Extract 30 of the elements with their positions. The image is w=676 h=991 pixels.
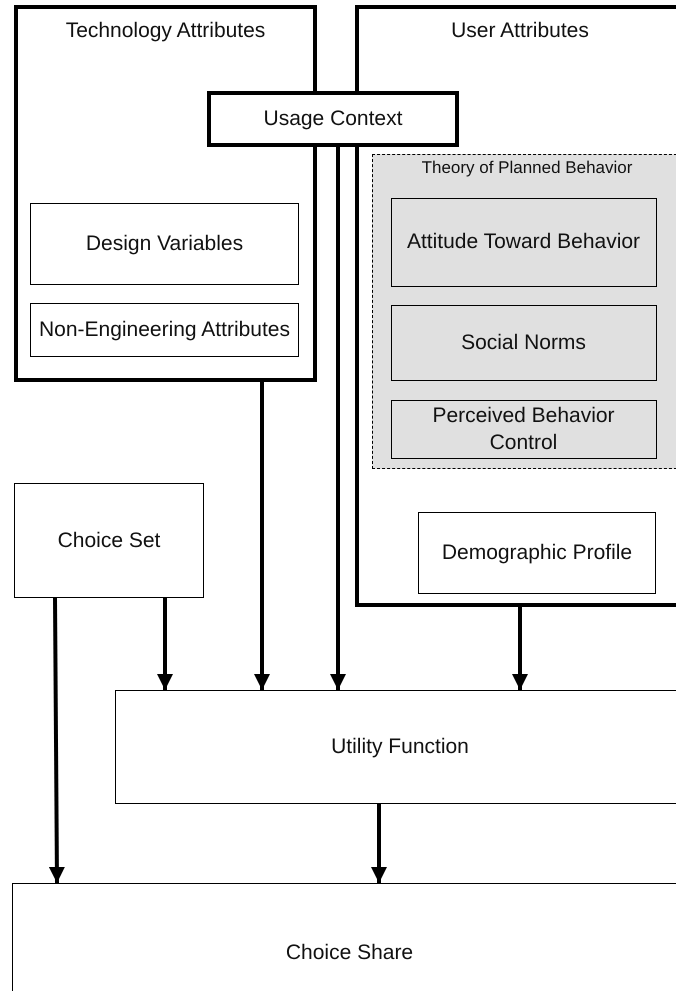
process-box bbox=[390, 198, 656, 286]
box-label: Demographic Profile bbox=[440, 540, 634, 566]
arrow bbox=[371, 804, 387, 883]
box-label: Design Variables bbox=[84, 231, 244, 258]
process-box bbox=[390, 304, 656, 380]
panel-heading: Theory of Planned Behavior bbox=[420, 157, 634, 179]
panel-heading: User Attributes bbox=[450, 18, 590, 44]
box-label: Non-Engineering Attributes bbox=[38, 317, 291, 344]
panel-heading: Technology Attributes bbox=[64, 18, 266, 44]
process-box bbox=[418, 512, 656, 594]
box-label: Choice Set bbox=[56, 528, 162, 554]
process-box bbox=[14, 483, 204, 598]
box-label: Attitude Toward Behavior bbox=[406, 229, 642, 256]
box-label: Social Norms bbox=[460, 330, 587, 356]
box-label: Utility Function bbox=[330, 734, 470, 760]
box-label: Usage Context bbox=[262, 106, 404, 132]
process-box bbox=[115, 690, 676, 804]
process-box bbox=[390, 400, 656, 458]
process-box bbox=[207, 91, 459, 147]
arrow bbox=[157, 598, 173, 690]
process-box bbox=[12, 883, 676, 991]
box-label: Perceived Behavior Control bbox=[431, 402, 616, 456]
process-box bbox=[30, 203, 299, 285]
box-label: Choice Share bbox=[284, 940, 414, 966]
group-panel bbox=[372, 154, 676, 469]
arrow bbox=[330, 147, 346, 690]
arrow bbox=[512, 607, 528, 690]
arrow bbox=[48, 598, 65, 884]
process-box bbox=[30, 303, 299, 357]
arrow bbox=[254, 382, 270, 690]
